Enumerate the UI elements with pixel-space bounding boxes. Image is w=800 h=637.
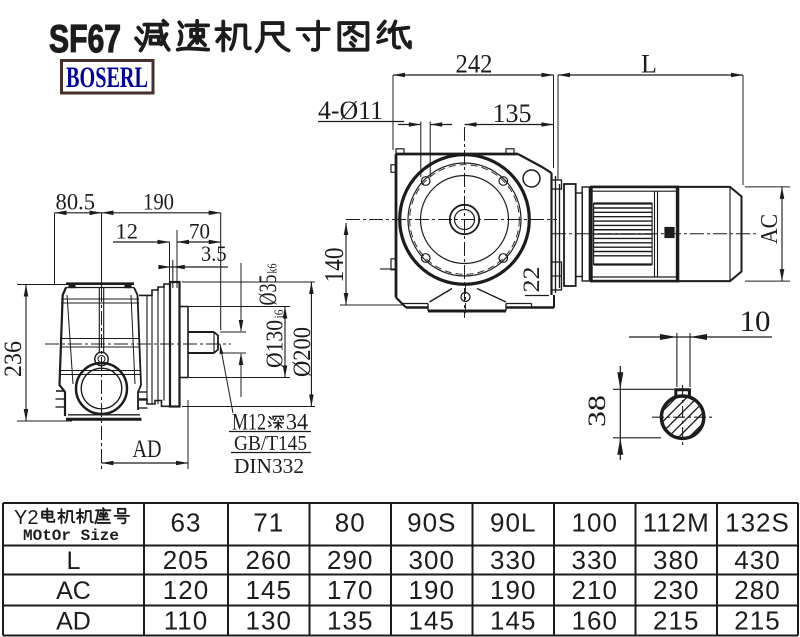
svg-text:215: 215 <box>734 606 780 636</box>
svg-text:205: 205 <box>163 545 209 575</box>
svg-text:10: 10 <box>740 305 771 338</box>
svg-text:GB/T145: GB/T145 <box>234 431 307 455</box>
svg-text:145: 145 <box>490 606 536 636</box>
svg-text:j6: j6 <box>271 309 286 319</box>
svg-text:290: 290 <box>327 545 373 575</box>
svg-text:Ø200: Ø200 <box>289 327 316 377</box>
svg-text:22: 22 <box>519 267 544 293</box>
svg-text:100: 100 <box>572 508 618 538</box>
svg-text:380: 380 <box>653 545 699 575</box>
svg-text:145: 145 <box>246 575 292 605</box>
svg-text:80.5: 80.5 <box>56 190 96 215</box>
svg-text:3.5: 3.5 <box>201 241 227 266</box>
svg-text:190: 190 <box>143 190 174 215</box>
svg-text:330: 330 <box>490 545 536 575</box>
svg-text:38: 38 <box>584 395 611 427</box>
svg-text:12: 12 <box>116 219 139 244</box>
svg-text:34: 34 <box>286 410 308 435</box>
svg-text:215: 215 <box>653 606 699 636</box>
svg-text:280: 280 <box>734 575 780 605</box>
svg-text:140: 140 <box>319 248 349 283</box>
svg-text:110: 110 <box>164 606 208 636</box>
svg-text:120: 120 <box>163 575 209 605</box>
svg-text:Y2: Y2 <box>14 507 38 529</box>
svg-text:210: 210 <box>572 575 618 605</box>
svg-text:145: 145 <box>409 606 455 636</box>
svg-text:90L: 90L <box>490 508 536 538</box>
svg-text:Ø130: Ø130 <box>263 320 289 368</box>
svg-text:90S: 90S <box>407 508 456 538</box>
svg-text:330: 330 <box>572 545 618 575</box>
svg-text:80: 80 <box>335 508 366 538</box>
svg-text:135: 135 <box>327 606 373 636</box>
svg-text:236: 236 <box>0 341 27 377</box>
svg-text:4-Ø11: 4-Ø11 <box>318 96 383 125</box>
svg-text:L: L <box>641 50 657 79</box>
svg-text:300: 300 <box>409 545 455 575</box>
svg-text:AC: AC <box>56 577 91 605</box>
svg-text:k6: k6 <box>266 264 281 274</box>
svg-text:242: 242 <box>456 50 493 79</box>
svg-text:260: 260 <box>246 545 292 575</box>
svg-text:Ø35: Ø35 <box>255 275 282 306</box>
svg-text:MOtOr Size: MOtOr Size <box>23 527 119 545</box>
svg-text:63: 63 <box>171 508 202 538</box>
svg-text:M12: M12 <box>232 410 266 435</box>
svg-text:AD: AD <box>133 436 162 463</box>
svg-text:L: L <box>67 547 81 575</box>
svg-text:135: 135 <box>493 99 532 128</box>
svg-text:DIN332: DIN332 <box>234 454 304 478</box>
svg-text:112M: 112M <box>643 508 710 538</box>
svg-text:430: 430 <box>734 545 780 575</box>
svg-text:132S: 132S <box>725 508 790 538</box>
svg-text:71: 71 <box>253 508 284 538</box>
svg-text:70: 70 <box>189 219 210 244</box>
svg-text:130: 130 <box>246 606 292 636</box>
svg-text:190: 190 <box>490 575 536 605</box>
svg-text:160: 160 <box>572 606 618 636</box>
svg-text:BOSERL: BOSERL <box>66 61 148 94</box>
svg-text:AC: AC <box>757 214 783 244</box>
svg-text:AD: AD <box>56 608 91 636</box>
svg-text:170: 170 <box>327 575 373 605</box>
svg-text:SF67: SF67 <box>49 18 121 61</box>
svg-text:190: 190 <box>409 575 455 605</box>
svg-text:230: 230 <box>653 575 699 605</box>
